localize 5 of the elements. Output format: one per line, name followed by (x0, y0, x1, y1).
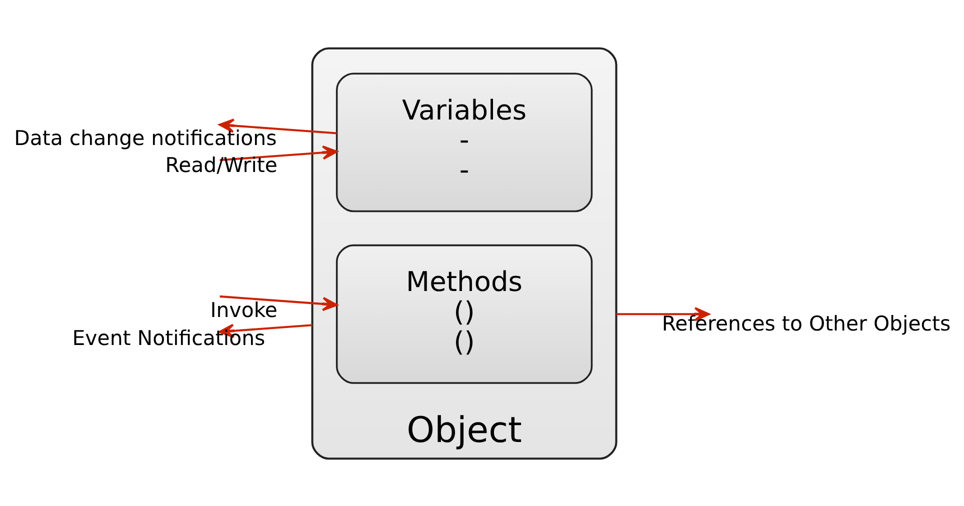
edge-label: Invoke (210, 298, 278, 322)
edge-label: Read/Write (165, 152, 278, 177)
edge-label: References to Other Objects (662, 311, 951, 336)
edge-label: Data change notifications (14, 126, 277, 150)
edge-label: Event Notifications (72, 325, 266, 350)
